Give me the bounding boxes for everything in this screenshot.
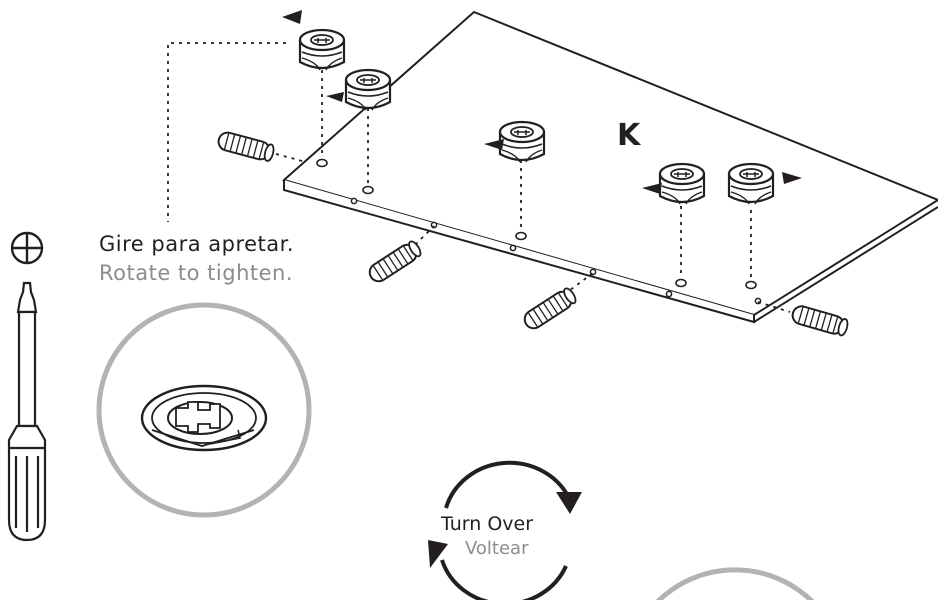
- instruction-spanish: Gire para apretar.: [99, 232, 295, 256]
- cam-detail-circle: [96, 302, 312, 518]
- part-letter-label: K: [617, 118, 641, 153]
- cam-lock-icon: [727, 162, 775, 206]
- edge-holes: [350, 197, 762, 305]
- rotation-arrow-icons: [282, 10, 802, 194]
- screwdriver-icon: [7, 281, 47, 542]
- panel-board: [281, 10, 938, 324]
- instruction-english: Rotate to tighten.: [99, 261, 294, 285]
- cam-lock-icon: [344, 68, 392, 112]
- dowel-icon: [520, 285, 580, 333]
- dowel-icon: [365, 238, 425, 286]
- guide-lines: [167, 42, 791, 313]
- turn-over-spanish: Voltear: [465, 538, 529, 559]
- cam-lock-icon: [658, 162, 706, 206]
- cam-lock-icon: [298, 28, 346, 72]
- turn-over-english: Turn Over: [441, 513, 534, 535]
- phillips-head-icon: [10, 231, 44, 265]
- next-detail-circle: [651, 567, 819, 604]
- panel-holes: [316, 158, 757, 290]
- dowel-icon: [215, 129, 277, 164]
- cam-lock-icon: [498, 120, 546, 164]
- dowel-icon: [789, 303, 851, 338]
